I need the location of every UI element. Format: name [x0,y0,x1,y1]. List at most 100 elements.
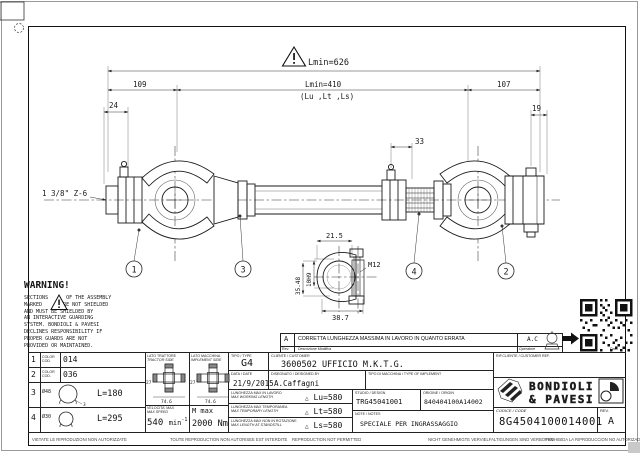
max-torque-value: 2000 Nm [192,419,228,429]
rev-value: A [608,416,615,427]
dim-107: 107 [497,80,511,89]
scan-artifact [628,442,640,453]
max-speed-value: 540 min-1 [147,417,188,428]
dim-19: 19 [532,104,541,113]
arrow-to-qr-icon [562,332,579,345]
warning-line: SECTIONS OF THE ASSEMBLY [24,295,112,301]
implement-cross-journal-sketch: 27 74.6 [190,363,230,404]
corner-marks [0,1,25,33]
approval-stamp-icon [544,331,560,350]
svg-text:Ø48: Ø48 [42,388,51,395]
warning-inline-triangle-icon [50,294,68,310]
warning-line: AND MUST BE SHIELDED BY [24,308,94,315]
revision-label-operator: Operatore [519,347,536,351]
warning-line: PROPER GUARDS ARE NOT [24,335,88,342]
dim-lults: (Lu ,Lt ,Ls) [300,92,354,101]
design-label: STUDIO / DESIGN [355,391,386,395]
max-torque-label: M max [192,407,214,415]
revision-operator: A.C [527,336,538,343]
svg-text:Ø30: Ø30 [42,413,51,420]
drawing-frame [28,26,626,446]
bondioli-pavesi-logo: BONDIOLI & PAVESI [497,378,624,406]
shaft-geometry [105,160,545,240]
logo-hexagon-icon [500,382,522,401]
rev-label: REV. [600,408,609,413]
detail-dim-387: 38.7 [332,314,349,322]
spline-size-label: 1 3/8" Z-6 [42,189,88,198]
footer-es: PROHIBIDA LA RIPRODUCCION NO AUTORIZADA [545,437,640,442]
footer-en: REPRODUCTION NOT PERMITTED [292,437,362,442]
part-length-value: L=295 [97,414,123,424]
qr-code [580,299,633,352]
clamp-detail-view [316,248,365,305]
design-value: TRG45041001 [356,398,403,406]
detail-dim-215: 21.5 [326,232,343,240]
revision-label-data: Data [610,347,618,351]
logo-name-1: BONDIOLI [529,380,594,393]
type-value: G4 [241,358,254,369]
part-color-value: 036 [63,370,78,379]
extension-lines [103,66,548,314]
callout-3: 3 [240,266,245,276]
callout-leaders [133,212,507,264]
revision-label-rev: Rev. [282,347,290,351]
warning-title: WARNING! [24,280,70,291]
origin-value: 840404100A14002 [424,398,483,406]
origin-label: ORIGINE / ORIGIN [423,391,454,395]
dimension-lines [89,69,548,313]
customer-ref-label: RIF.CLIENTE / CUSTOMER REF. [496,354,550,358]
dim-109: 109 [133,80,147,89]
callout-2: 2 [503,268,508,278]
warning-line: DECLINES RESPONSIBILITY IF [24,328,103,335]
svg-text:74.6: 74.6 [205,399,216,404]
tractor-cross-journal-sketch: 27 74.6 [146,363,186,404]
customer-value: 3600502 UFFICIO M.K.T.G. [281,360,404,370]
code-label: CODICE / CODE [496,408,527,413]
revision-letter: A [284,335,289,343]
date-value: 21/9/2015 [233,379,274,388]
customer-label: CLIENTE / CUSTOMER [271,354,310,358]
warning-line: PROVIDED OR MAINTAINED. [24,342,94,349]
implement-type-label: TIPO DI MACCHINA / TYPE OF IMPLEMENT [368,372,442,376]
type-label: TIPO / TYPE [231,354,252,358]
revision-description: CORRETTA LUNGHEZZA MASSIMA IN LAVORO IN … [298,336,465,342]
outer-tube-profile-sketch: Ø48 3 [42,384,86,406]
code-value: 8G4504100014001 [499,416,603,428]
warning-line: AN INTERACTIVE GUARDING [24,315,94,322]
detail-dim-10h9: 10H9 [306,272,313,287]
notes-label: NOTE / NOTES [355,412,381,416]
part-length-value: L=180 [97,389,123,399]
max-working-length-value: △ Lu=580 [305,393,343,402]
part-color-value: 014 [63,355,78,364]
notes-value: SPECIALE PER INGRASSAGGIO [360,420,458,428]
date-label: DATA / DATE [231,372,253,376]
logo-symbol-icon [598,378,624,404]
revision-label-desc: Descrizione Modifica [298,347,332,351]
max-temporary-length-value: △ Lt=580 [305,407,343,416]
detail-dim-3548: 35.48 [295,277,302,295]
part-row-num: 3 [31,388,36,397]
max-standstill-length-value: △ Ls=580 [305,421,343,430]
svg-text:74.6: 74.6 [161,399,172,404]
footer-fr: TOUTE REPRODUCTION NON AUTORISEE EST INT… [170,437,288,442]
dim-24: 24 [109,101,119,110]
designed-by-label: DISEGNATO / DESIGNED BY [271,372,320,376]
dim-33: 33 [415,137,424,146]
svg-text:3: 3 [83,402,86,406]
svg-text:27: 27 [190,380,196,386]
callout-4: 4 [411,268,416,278]
svg-text:27: 27 [146,380,152,386]
inner-tube-profile-sketch: Ø30 [42,411,74,428]
callout-balloons [125,260,515,280]
